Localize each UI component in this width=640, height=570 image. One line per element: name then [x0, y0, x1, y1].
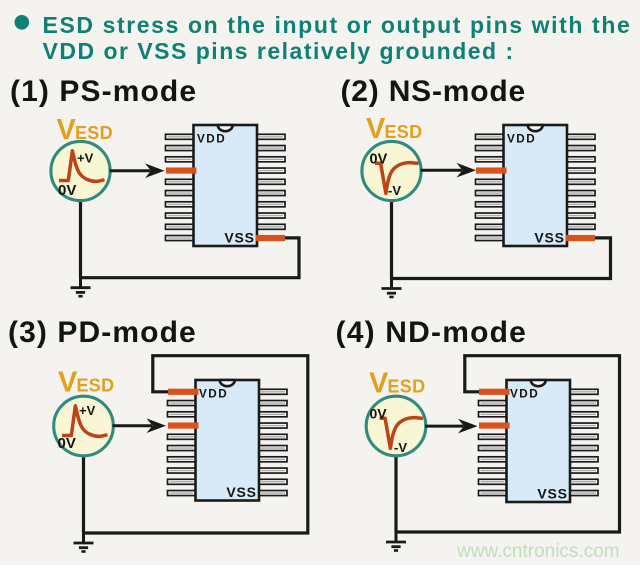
- svg-text:V: V: [366, 113, 386, 145]
- svg-text:(1) PS-mode: (1) PS-mode: [10, 75, 197, 108]
- svg-text:ESD: ESD: [77, 376, 115, 396]
- svg-text:www.cntronics.com: www.cntronics.com: [456, 541, 620, 562]
- svg-text:-V: -V: [394, 440, 407, 455]
- svg-text:0V: 0V: [58, 435, 76, 452]
- svg-text:VDD: VDD: [199, 387, 228, 400]
- svg-text:VDD or VSS pins relatively gro: VDD or VSS pins relatively grounded :: [43, 38, 515, 64]
- svg-text:VSS: VSS: [534, 230, 564, 246]
- svg-text:+V: +V: [77, 151, 94, 166]
- svg-text:0V: 0V: [58, 182, 76, 199]
- svg-text:0V: 0V: [370, 406, 388, 422]
- svg-text:(4) ND-mode: (4) ND-mode: [336, 316, 528, 349]
- svg-text:(3) PD-mode: (3) PD-mode: [8, 316, 197, 349]
- svg-text:V: V: [369, 368, 389, 400]
- svg-text:VSS: VSS: [226, 484, 256, 500]
- svg-text:ESD stress on the input or out: ESD stress on the input or output pins w…: [43, 12, 632, 38]
- svg-text:V: V: [58, 367, 78, 399]
- svg-text:(2) NS-mode: (2) NS-mode: [341, 75, 526, 108]
- svg-text:VDD: VDD: [197, 132, 226, 145]
- svg-text:ESD: ESD: [388, 377, 426, 397]
- svg-text:+V: +V: [79, 403, 96, 418]
- svg-text:V: V: [57, 114, 77, 146]
- svg-text:-V: -V: [388, 183, 401, 198]
- svg-text:ESD: ESD: [385, 122, 423, 142]
- svg-text:ESD: ESD: [75, 123, 113, 143]
- svg-text:VDD: VDD: [507, 132, 536, 145]
- svg-text:0V: 0V: [370, 151, 388, 167]
- svg-text:VDD: VDD: [510, 387, 539, 400]
- svg-text:VSS: VSS: [537, 486, 567, 502]
- svg-text:VSS: VSS: [224, 230, 254, 246]
